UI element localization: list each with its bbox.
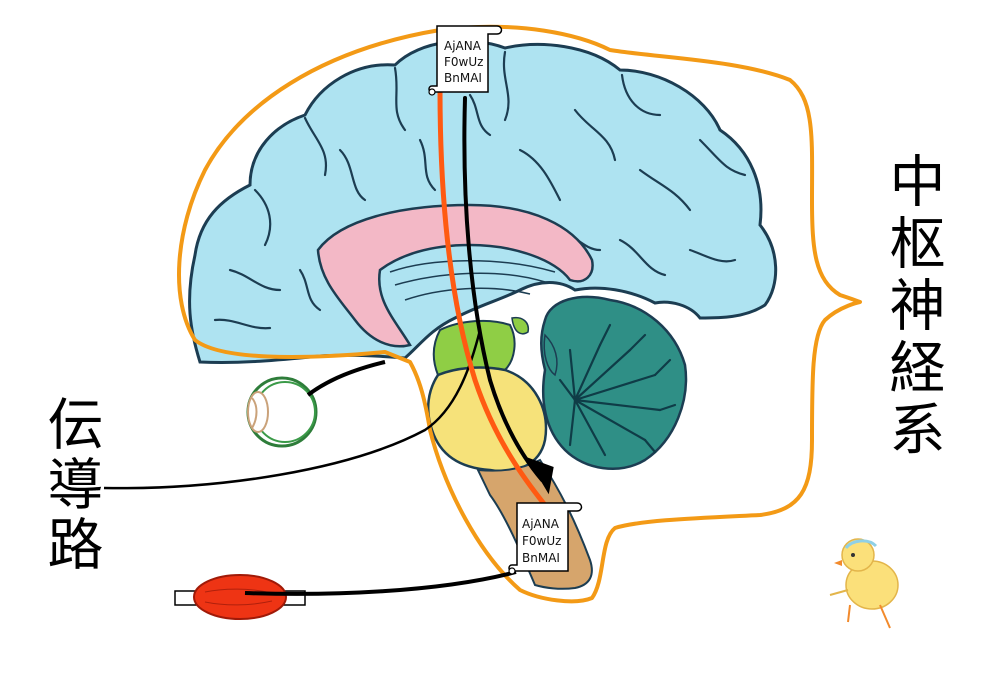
cerebellum [540,295,688,470]
cns-label: 中枢神経系 [880,152,945,462]
pons [426,366,548,473]
conduction-tract-label: 伝導路 [38,395,103,575]
eye-icon [246,376,318,448]
optic-nerve [306,360,386,397]
orange-pathway [437,87,548,508]
scroll-bottom-line-3: BnMAI [522,551,560,565]
tract-connector-line [103,329,482,490]
motor-nerve [244,570,517,596]
scroll-top-line-3: BnMAI [444,71,482,85]
scroll-bottom: AjANA F0wUz BnMAI [508,502,583,575]
scroll-top-line-2: F0wUz [444,55,483,69]
scroll-top-line-1: AjANA [444,39,482,53]
pineal-stalk [543,333,558,377]
cns-outline [176,24,862,604]
chick-icon [829,538,899,629]
pathway-arrowhead [526,457,554,495]
black-pathway [462,96,544,482]
muscle-icon [174,574,306,620]
scroll-bottom-line-2: F0wUz [522,534,561,548]
midbrain-small [511,316,530,335]
scroll-bottom-line-1: AjANA [522,517,560,531]
scroll-top: AjANA F0wUz BnMAI [428,25,503,96]
